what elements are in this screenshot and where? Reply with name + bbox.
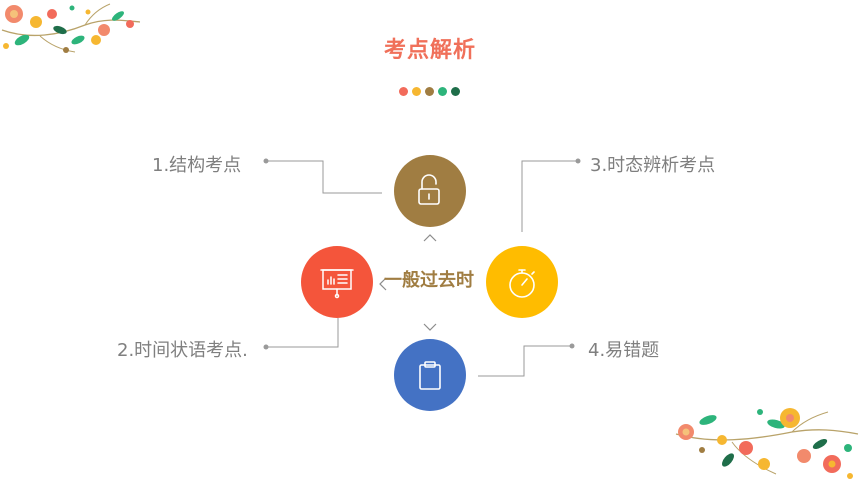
connector-left <box>266 318 339 348</box>
slide-title: 考点解析 <box>383 38 476 63</box>
connector-right-dot <box>575 158 581 164</box>
floral-decoration-top-left <box>1 3 141 53</box>
dot-3 <box>425 87 434 96</box>
connector-right <box>521 160 578 232</box>
clipboard-icon <box>419 361 441 390</box>
dot-4 <box>438 87 447 96</box>
dot-1 <box>399 87 408 96</box>
connector-bottom <box>478 345 572 377</box>
connector-bottom-dot <box>569 343 575 349</box>
floral-decoration-bottom-right <box>675 408 859 479</box>
node-circle-top[interactable] <box>394 155 466 227</box>
lock-icon <box>418 174 440 205</box>
node-circle-right[interactable] <box>486 246 558 318</box>
connector-top-dot <box>263 158 269 164</box>
dot-5 <box>451 87 460 96</box>
node-circle-bottom[interactable] <box>394 339 466 411</box>
dot-2 <box>412 87 421 96</box>
center-label: 一般过去时 <box>384 270 474 291</box>
node-label-left: 2.时间状语考点. <box>117 340 248 361</box>
chevron-down-icon <box>423 323 437 331</box>
connector-top <box>266 160 382 194</box>
stopwatch-icon <box>509 269 535 298</box>
node-label-right: 3.时态辨析考点 <box>590 155 716 176</box>
node-circle-left[interactable] <box>301 246 373 318</box>
node-label-top: 1.结构考点 <box>152 155 242 176</box>
node-label-bottom: 4.易错题 <box>588 340 660 361</box>
connector-left-dot <box>263 344 269 350</box>
chevron-left-icon <box>379 277 387 291</box>
decorative-dots <box>399 87 463 97</box>
presentation-chart-icon <box>320 269 354 299</box>
chevron-up-icon <box>423 234 437 242</box>
